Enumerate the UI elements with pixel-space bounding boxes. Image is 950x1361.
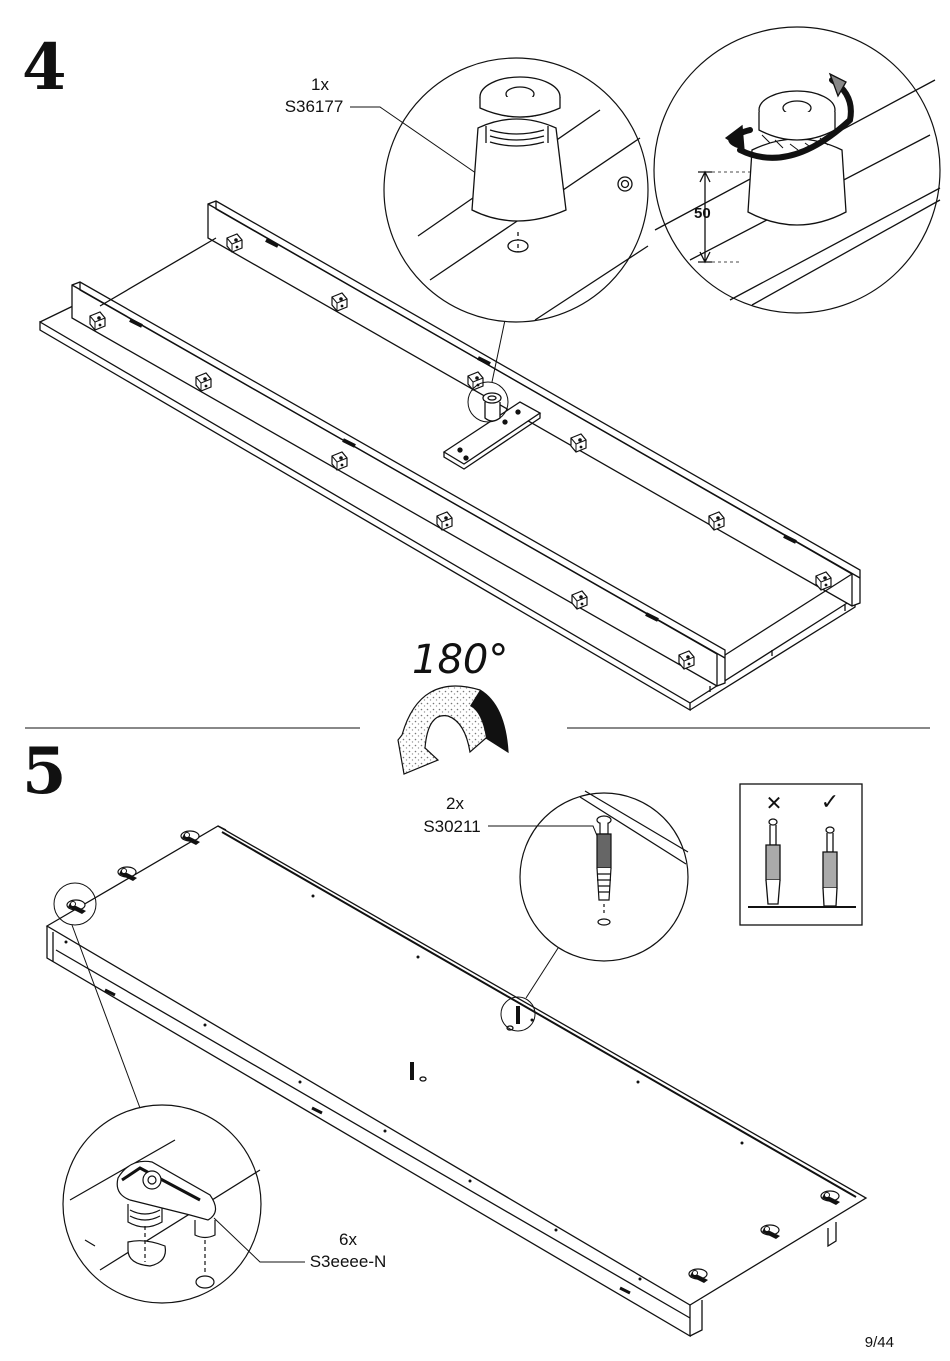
rotation-arrow xyxy=(398,686,508,774)
foot-height-dimension: 50 xyxy=(694,205,711,222)
wrong-mark: ✕ xyxy=(762,793,786,814)
step5-callout2-part: S3eeee-N xyxy=(300,1251,396,1272)
step4-callout-qty: 1x xyxy=(290,74,350,95)
step-5-number: 5 xyxy=(22,740,67,804)
step5-callout1-qty: 2x xyxy=(425,793,485,814)
dowel-depth-guide-box xyxy=(740,784,862,925)
step-4-number: 4 xyxy=(22,36,67,100)
step5-callout1-part: S30211 xyxy=(412,816,492,837)
right-mark: ✓ xyxy=(818,792,842,813)
rotation-label: 180° xyxy=(412,637,508,683)
step4-callout-part: S36177 xyxy=(274,96,354,117)
step5-callout2-qty: 6x xyxy=(318,1229,378,1250)
page-number: 9/44 xyxy=(865,1334,894,1351)
